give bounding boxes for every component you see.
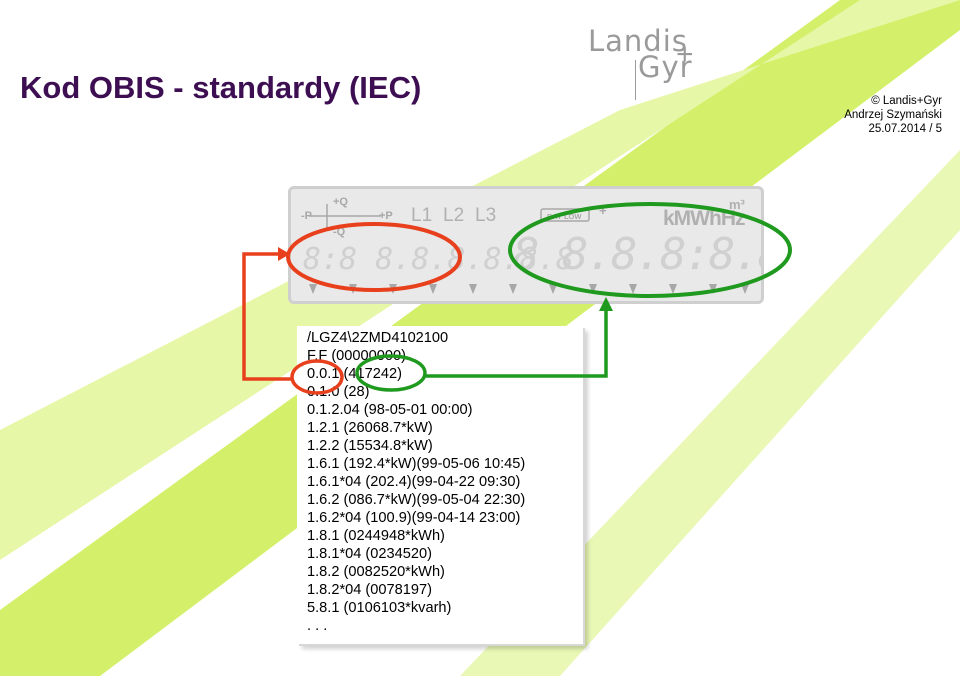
- logo-plus: +: [676, 38, 694, 71]
- page-title: Kod OBIS - standardy (IEC): [20, 70, 422, 105]
- quadrant-pos-p: +P: [379, 210, 393, 222]
- readout-line: . . .: [307, 618, 328, 634]
- credit-date-page: 25.07.2014 / 5: [868, 123, 942, 135]
- readout-line: 0.1.0 (28): [307, 384, 370, 400]
- right-digits: 8 8.8.8:8.8:8.8: [513, 229, 761, 280]
- credit-block: © Landis+Gyr Andrzej Szymański 25.07.201…: [844, 94, 942, 136]
- readout-line: 1.2.2 (15534.8*kW): [307, 438, 433, 454]
- lcd-indicator-triangles: [309, 284, 749, 294]
- logo-line1: Landis: [588, 24, 688, 58]
- phase-l1: L1: [411, 205, 432, 226]
- quadrant-pos-q: +Q: [333, 196, 348, 208]
- green-band-top: [460, 150, 960, 676]
- readout-line: F.F (00000000): [307, 348, 406, 364]
- readout-line: 1.8.2*04 (0078197): [307, 582, 432, 598]
- meter-lcd-display: +Q -Q -P +P L1 L2 L3 BAT LOW + kMWhHz m³…: [288, 186, 764, 304]
- readout-line: 1.8.1 (0244948*kWh): [307, 528, 445, 544]
- bat-plus: +: [599, 203, 607, 218]
- readout-line: 1.6.2*04 (100.9)(99-04-14 23:00): [307, 510, 521, 526]
- logo-line2: Gyr: [638, 50, 693, 84]
- readout-line: 1.8.2 (0082520*kWh): [307, 564, 445, 580]
- readout-line: 0.1.2.04 (98-05-01 00:00): [307, 402, 473, 418]
- obis-readout-printout: /LGZ4\2ZMD4102100 F.F (00000000) 0.0.1 (…: [297, 326, 583, 644]
- quadrant-neg-q: -Q: [333, 226, 346, 238]
- phase-l2: L2: [443, 205, 464, 226]
- readout-line: 1.6.2 (086.7*kW)(99-05-04 22:30): [307, 492, 526, 508]
- readout-line: 0.0.1 (417242): [307, 366, 402, 382]
- lcd-svg: +Q -Q -P +P L1 L2 L3 BAT LOW + kMWhHz m³…: [301, 196, 761, 294]
- quadrant-neg-p: -P: [301, 210, 312, 222]
- readout-line: 1.2.1 (26068.7*kW): [307, 420, 433, 436]
- phase-l3: L3: [475, 205, 496, 226]
- unit-extra-label: m³: [729, 197, 746, 212]
- readout-line: /LGZ4\2ZMD4102100: [307, 330, 449, 346]
- readout-line: 5.8.1 (0106103*kvarh): [307, 600, 452, 616]
- landis-gyr-logo: Landis Gyr +: [588, 24, 708, 104]
- bat-low-label: BAT LOW: [547, 212, 582, 221]
- logo-divider: [635, 60, 636, 100]
- readout-line: 1.6.1 (192.4*kW)(99-05-06 10:45): [307, 456, 526, 472]
- credit-author: Andrzej Szymański: [844, 109, 942, 121]
- readout-line: 1.8.1*04 (0234520): [307, 546, 432, 562]
- readout-line: 1.6.1*04 (202.4)(99-04-22 09:30): [307, 474, 521, 490]
- credit-copyright: © Landis+Gyr: [871, 95, 942, 107]
